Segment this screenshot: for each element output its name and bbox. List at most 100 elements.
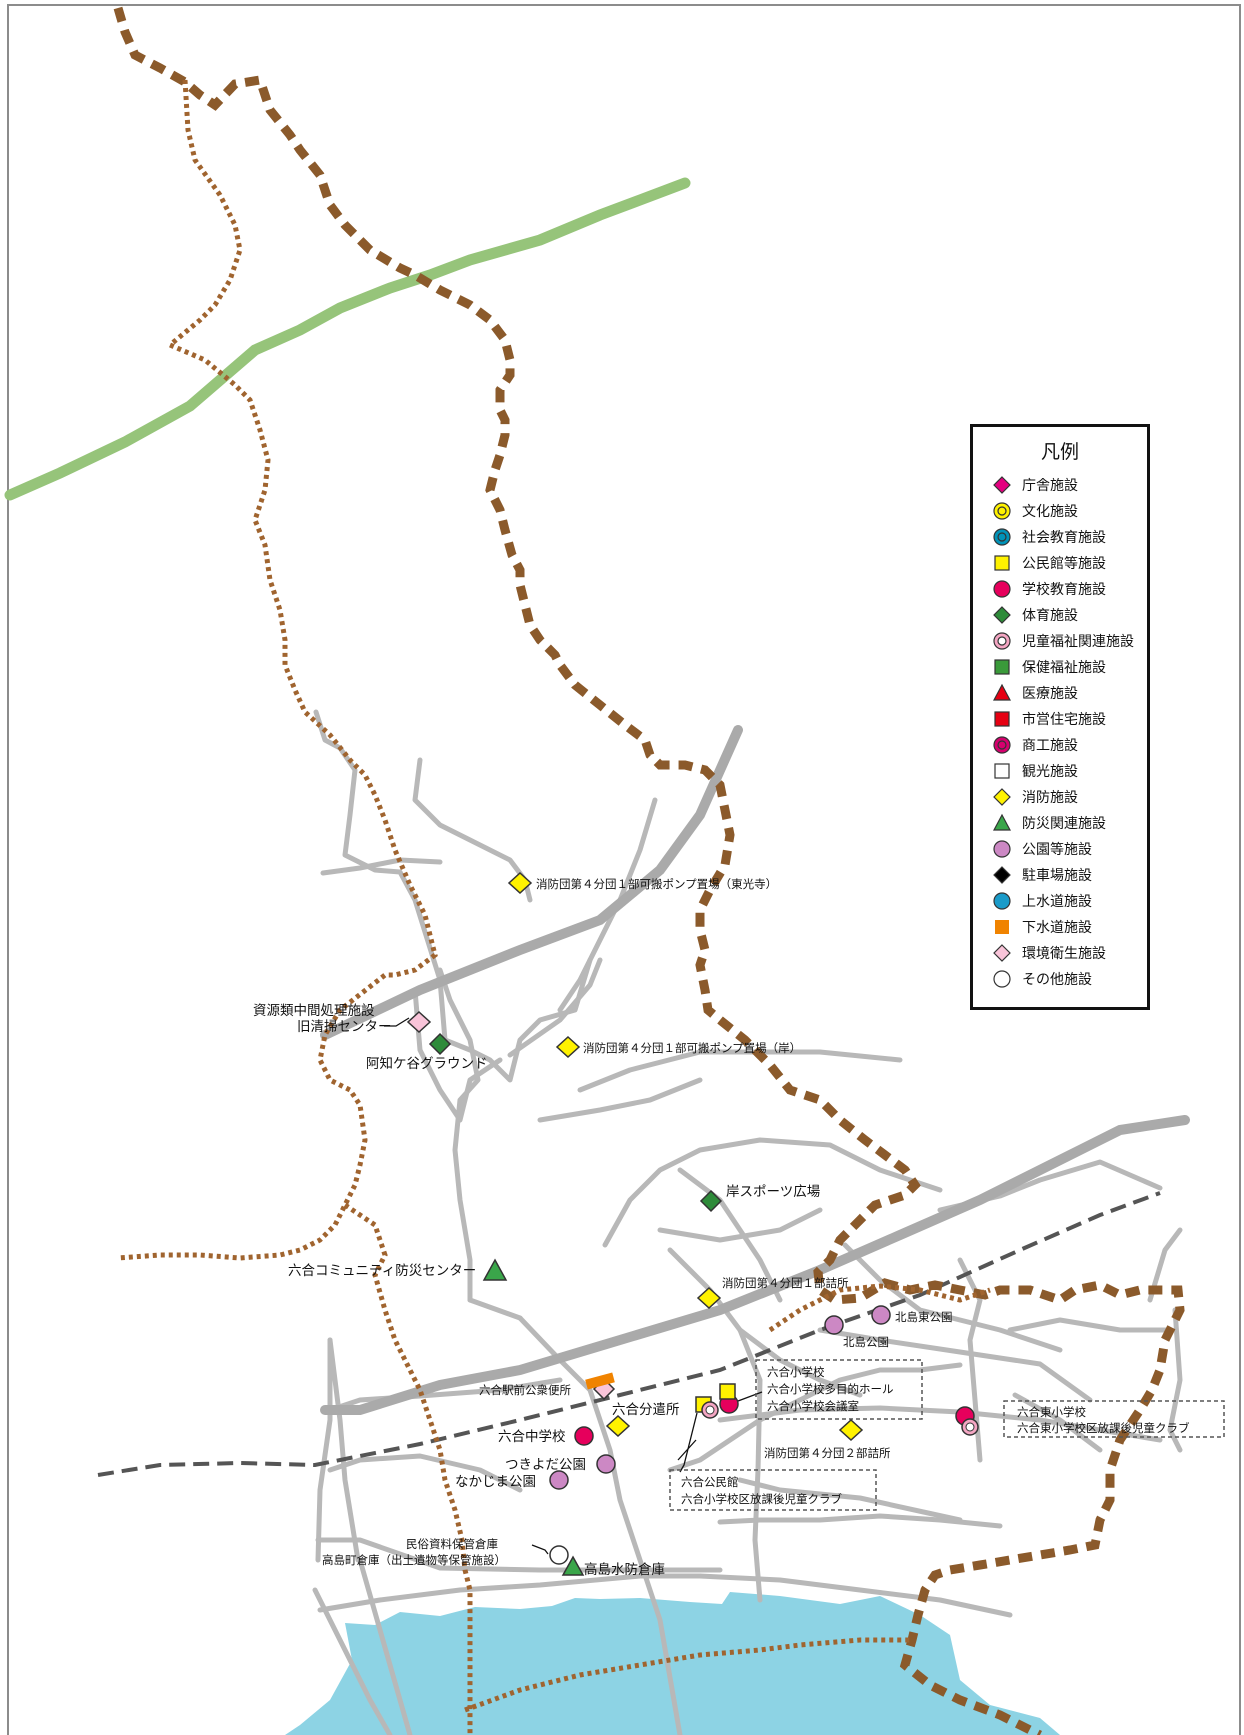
callout-boxes [669, 1359, 1225, 1511]
legend-label: 文化施設 [1022, 504, 1078, 520]
fire-branch-marker [605, 1414, 631, 1438]
pink-circle-icon [993, 580, 1011, 598]
legend-item-commerce: 商工施設 [991, 733, 1078, 757]
river [285, 1592, 1060, 1735]
green-diamond-icon [993, 606, 1011, 624]
legend-item-sewer: 下水道施設 [991, 915, 1092, 939]
yellow-diamond-icon [993, 788, 1011, 806]
expressway [4, 177, 691, 501]
rokugo-es-hall-marker [719, 1383, 736, 1400]
legend-label: 体育施設 [1022, 608, 1078, 624]
nakajima-park-marker [549, 1470, 569, 1490]
label-fire-1bu: 消防団第４分団１部詰所 [722, 1276, 849, 1290]
red-triangle-icon [993, 683, 1011, 701]
blue-circle-icon [993, 892, 1011, 910]
legend-item-government: 庁舎施設 [991, 473, 1078, 497]
label-kishi-sports: 岸スポーツ広場 [726, 1184, 820, 1200]
teal-double-circle-icon [993, 528, 1011, 546]
town-boundary-4 [768, 1283, 991, 1333]
tsukiyoda-park-marker [596, 1454, 616, 1474]
label-rokugo-branch: 六合分遣所 [612, 1402, 680, 1418]
label-rokugo-es-2: 六合小学校多目的ホール [767, 1382, 894, 1396]
red-square-icon [994, 711, 1010, 727]
legend-item-other: その他施設 [991, 967, 1092, 991]
legend-label: 下水道施設 [1022, 920, 1092, 936]
legend-item-sanitation: 環境衛生施設 [991, 941, 1106, 965]
label-achigadani: 阿知ケ谷グラウンド [366, 1055, 488, 1072]
legend-item-parking: 駐車場施設 [991, 863, 1092, 887]
label-minzoku-1: 民俗資料保管倉庫 [406, 1537, 498, 1551]
label-rokugo-higashi-1: 六合東小学校 [1017, 1405, 1086, 1419]
recycle-center-marker [406, 1010, 432, 1034]
white-circle-icon [993, 970, 1011, 988]
legend-item-child-welfare: 児童福祉関連施設 [991, 629, 1134, 653]
legend-item-housing: 市営住宅施設 [991, 707, 1106, 731]
label-kominkan-2: 六合小学校区放課後児童クラブ [681, 1492, 842, 1506]
legend-label: 上水道施設 [1022, 894, 1092, 910]
legend-label: 消防施設 [1022, 790, 1078, 806]
minzoku-storage-marker [549, 1545, 569, 1565]
legend-label: 児童福祉関連施設 [1022, 634, 1134, 650]
legend-item-social-education: 社会教育施設 [991, 525, 1106, 549]
ward-boundary [113, 6, 1185, 1735]
label-rokugo-es-3: 六合小学校会議室 [767, 1399, 859, 1413]
legend-item-sports: 体育施設 [991, 603, 1078, 627]
label-fire-tokoji: 消防団第４分団１部可搬ポンプ置場（東光寺） [536, 877, 777, 891]
label-tsukiyoda-park: つきよだ公園 [505, 1457, 586, 1473]
label-rokugo-es-1: 六合小学校 [767, 1365, 825, 1379]
orange-square-icon [995, 920, 1009, 934]
label-station-toilet: 六合駅前公衆便所 [479, 1383, 571, 1397]
pink-ring-icon [993, 632, 1011, 650]
kitajima-park-marker [824, 1315, 844, 1335]
leader-line-kominkan [679, 1412, 698, 1473]
main-roads [320, 725, 1190, 1415]
legend-label: 学校教育施設 [1022, 582, 1106, 598]
black-diamond-icon [993, 866, 1011, 884]
legend-title: 凡例 [1040, 441, 1079, 463]
community-bosai-marker [482, 1258, 508, 1281]
fire-kishi-marker [555, 1035, 581, 1059]
rokugo-jhs-marker [574, 1426, 594, 1446]
kishi-sports-marker [699, 1189, 723, 1213]
legend-label: 医療施設 [1022, 686, 1078, 702]
label-fire-kishi: 消防団第４分団１部可搬ポンプ置場（岸） [583, 1041, 801, 1055]
fire-tokoji-marker [507, 871, 533, 895]
legend-label: 環境衛生施設 [1022, 946, 1106, 962]
legend-label: 庁舎施設 [1022, 478, 1078, 494]
town-boundary-3 [464, 1637, 910, 1713]
legend-item-health-welfare: 保健福祉施設 [991, 655, 1106, 679]
page-frame [7, 4, 1241, 1735]
legend-label: 公園等施設 [1022, 842, 1092, 858]
yellow-double-circle-icon [993, 502, 1011, 520]
label-nakajima-park: なかじま公園 [455, 1474, 536, 1490]
legend-item-fire: 消防施設 [991, 785, 1078, 809]
legend-item-water: 上水道施設 [991, 889, 1092, 913]
sewer-marker [585, 1372, 615, 1390]
magenta-diamond-icon [993, 476, 1011, 494]
town-boundary-2 [343, 1202, 473, 1735]
white-square-icon [994, 763, 1010, 779]
legend-item-tourism: 観光施設 [991, 759, 1078, 783]
facility-markers [406, 871, 979, 1576]
map-labels: 消防団第４分団１部可搬ポンプ置場（東光寺） 資源類中間処理施設 旧清掃センター … [253, 877, 1190, 1578]
yellow-square-icon [994, 555, 1010, 571]
label-fire-2bu: 消防団第４分団２部詰所 [764, 1446, 891, 1460]
label-community-bosai: 六合コミュニティ防災センター [288, 1263, 476, 1279]
purple-circle-icon [993, 840, 1011, 858]
label-kitajima-higashi-park: 北島東公園 [895, 1310, 953, 1324]
legend-item-kominkan: 公民館等施設 [991, 551, 1106, 575]
legend-item-school: 学校教育施設 [991, 577, 1106, 601]
legend-item-disaster: 防災関連施設 [991, 811, 1106, 835]
legend-label: 保健福祉施設 [1022, 660, 1106, 676]
fire-1bu-marker [696, 1286, 722, 1310]
legend-label: 観光施設 [1022, 764, 1078, 780]
magenta-double-circle-icon [993, 736, 1011, 754]
kitajima-higashi-park-marker [871, 1305, 891, 1325]
legend-label: 市営住宅施設 [1022, 712, 1106, 728]
legend-label: 駐車場施設 [1022, 868, 1092, 884]
town-boundary [117, 79, 438, 1261]
map-legend: 凡例 庁舎施設 文化施設 社会教育施設 公民館等施設 学校教育施設 体育施設 児… [970, 424, 1150, 1010]
legend-label: 防災関連施設 [1022, 816, 1106, 832]
legend-item-medical: 医療施設 [991, 681, 1078, 705]
